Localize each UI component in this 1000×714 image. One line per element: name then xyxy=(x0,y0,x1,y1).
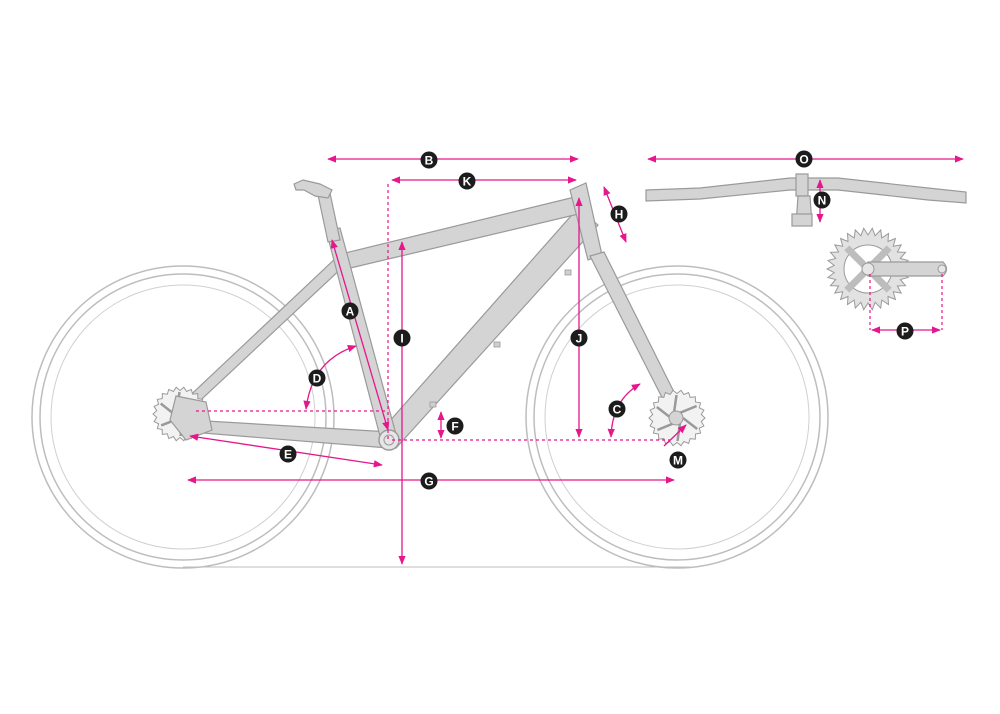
label-e: E xyxy=(279,445,297,463)
label-n: N xyxy=(813,191,831,209)
handlebar-detail xyxy=(645,173,967,227)
svg-text:B: B xyxy=(425,154,434,168)
svg-text:M: M xyxy=(673,454,683,468)
rear-wheel xyxy=(31,265,335,569)
svg-text:K: K xyxy=(463,175,472,189)
svg-text:J: J xyxy=(576,332,583,346)
chain-stay xyxy=(189,419,391,449)
label-d: D xyxy=(308,369,326,387)
seat-post xyxy=(317,192,341,243)
label-p: P xyxy=(896,322,914,340)
svg-text:I: I xyxy=(400,332,403,346)
label-a: A xyxy=(341,302,359,320)
dim-d-arc xyxy=(303,345,357,410)
front-wheel xyxy=(525,265,829,569)
label-o: O xyxy=(795,150,813,168)
label-j: J xyxy=(570,329,588,347)
svg-text:C: C xyxy=(613,403,622,417)
label-m: M xyxy=(669,451,687,469)
label-f: F xyxy=(446,417,464,435)
svg-text:D: D xyxy=(313,372,322,386)
svg-text:P: P xyxy=(901,325,909,339)
svg-text:A: A xyxy=(346,305,355,319)
svg-text:H: H xyxy=(615,208,624,222)
svg-text:F: F xyxy=(451,420,458,434)
saddle-clamp xyxy=(293,179,333,199)
label-g: G xyxy=(420,472,438,490)
seat-stay xyxy=(179,256,346,413)
bottom-bracket xyxy=(378,429,400,451)
svg-text:N: N xyxy=(818,194,827,208)
crank-arm xyxy=(864,261,948,277)
label-h: H xyxy=(610,205,628,223)
label-k: K xyxy=(458,172,476,190)
dim-m-line xyxy=(663,424,687,447)
svg-text:G: G xyxy=(424,475,433,489)
label-i: I xyxy=(393,329,411,347)
label-b: B xyxy=(420,151,438,169)
svg-text:E: E xyxy=(284,448,292,462)
dim-a-line xyxy=(330,239,390,431)
svg-text:O: O xyxy=(799,153,808,167)
label-c: C xyxy=(608,400,626,418)
crankset-detail xyxy=(825,227,948,311)
